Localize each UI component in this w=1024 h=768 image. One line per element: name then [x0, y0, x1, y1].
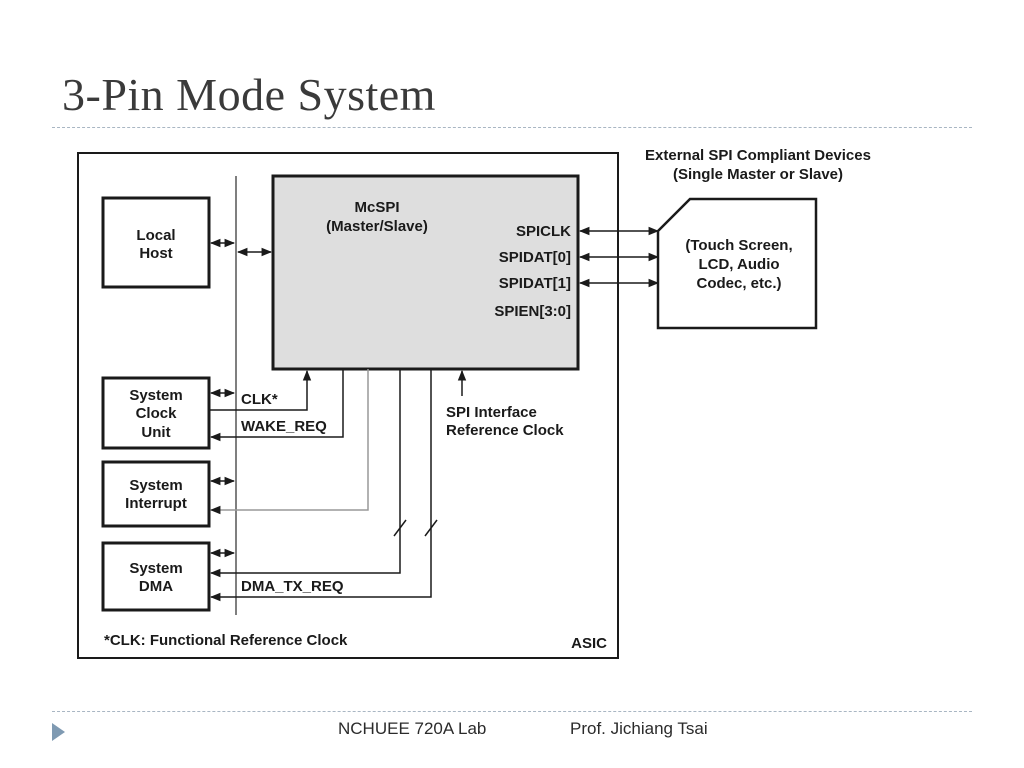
interrupt-signal-line: [209, 369, 369, 515]
bus-width-slash-1: [393, 519, 407, 537]
clock-unit-label-3: Unit: [141, 424, 170, 441]
external-caption-line2: (Single Master or Slave): [673, 166, 843, 183]
dma-tx-req-label: DMA_TX_REQ: [241, 578, 344, 595]
interrupt-label-1: System: [129, 477, 182, 494]
footer-divider: [52, 711, 972, 712]
dma-label-2: DMA: [139, 578, 173, 595]
pin-spiclk: SPICLK: [516, 223, 571, 240]
footer-professor: Prof. Jichiang Tsai: [570, 719, 708, 738]
dma-tx-signal-line: [209, 369, 432, 602]
title-divider: [52, 127, 972, 128]
system-clock-unit-block: [101, 376, 211, 450]
clock-unit-label-1: System: [129, 387, 182, 404]
bus-width-slash-2: [424, 519, 438, 537]
system-dma-block: [101, 541, 211, 612]
asic-label: ASIC: [571, 635, 607, 652]
wake-req-label: WAKE_REQ: [241, 418, 327, 435]
external-caption-line1: External SPI Compliant Devices: [645, 147, 871, 164]
asic-boundary: [77, 152, 619, 659]
local-host-label-1: Local: [136, 227, 175, 244]
system-interrupt-block: [101, 460, 211, 528]
spi-ref-clock-label-2: Reference Clock: [446, 422, 564, 439]
spi-ref-clock-label-1: SPI Interface: [446, 404, 537, 421]
device-line-3: Codec, etc.): [696, 275, 781, 292]
external-device-box: [656, 197, 818, 330]
slide-title: 3-Pin Mode System: [62, 69, 436, 120]
dma-rx-signal-line: [209, 369, 401, 578]
local-host-block: [101, 196, 211, 289]
pin-spien: SPIEN[3:0]: [494, 303, 571, 320]
pin-spidat0: SPIDAT[0]: [499, 249, 571, 266]
dma-label-1: System: [129, 560, 182, 577]
footer-lab: NCHUEE 720A Lab: [338, 719, 487, 738]
interrupt-label-2: Interrupt: [125, 495, 187, 512]
mcspi-block: [271, 174, 580, 371]
clk-signal-label: CLK*: [241, 391, 278, 408]
wake-req-signal-line: [209, 369, 344, 442]
pin-spidat1: SPIDAT[1]: [499, 275, 571, 292]
next-slide-arrow-icon: [52, 723, 65, 741]
local-host-label-2: Host: [139, 245, 172, 262]
device-line-1: (Touch Screen,: [685, 237, 792, 254]
clk-signal-line: [209, 369, 312, 411]
clk-footnote: *CLK: Functional Reference Clock: [104, 632, 348, 649]
mcspi-title: McSPI: [354, 199, 399, 216]
mcspi-subtitle: (Master/Slave): [326, 218, 428, 235]
device-line-2: LCD, Audio: [698, 256, 779, 273]
clock-unit-label-2: Clock: [136, 405, 178, 422]
